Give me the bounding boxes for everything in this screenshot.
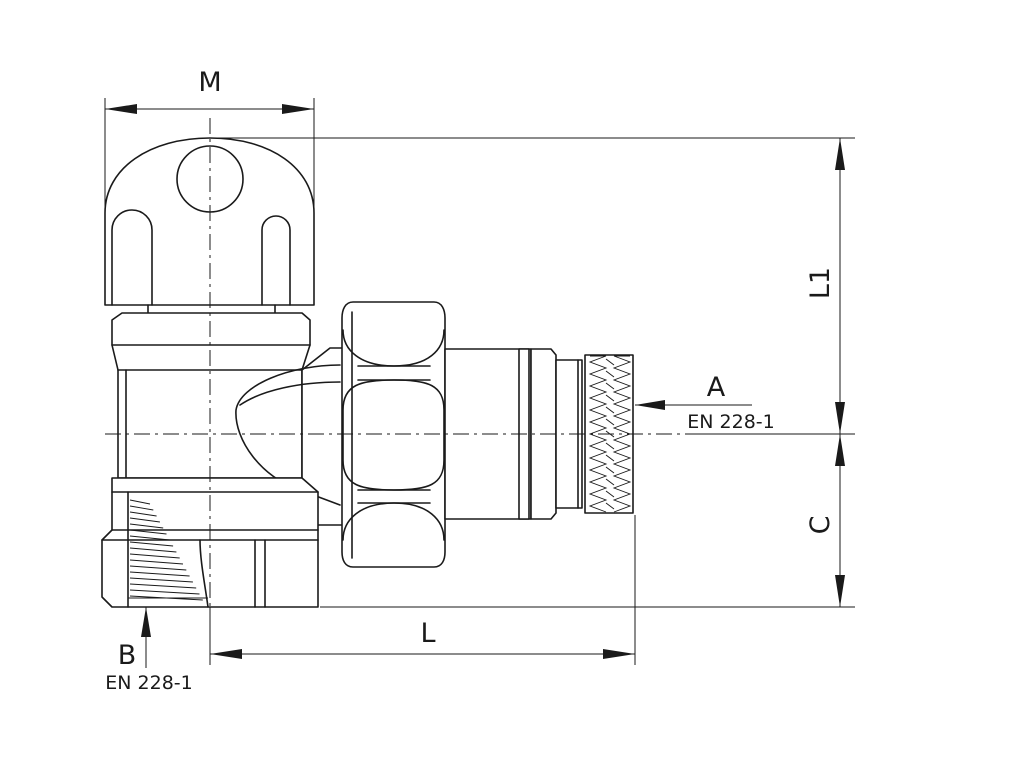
- dimension-label-l1: L1: [805, 267, 836, 299]
- callout-b: B EN 228-1: [105, 607, 193, 694]
- connection-standard-b: EN 228-1: [105, 672, 192, 694]
- elbow-body: [235, 347, 345, 526]
- dimension-c: C: [805, 434, 845, 607]
- dimension-label-c: C: [805, 516, 836, 535]
- external-thread: [588, 355, 632, 513]
- connection-label-a: A: [707, 372, 726, 403]
- stem-collar: [111, 312, 311, 479]
- dimension-label-m: M: [198, 67, 221, 98]
- dimension-l: L: [210, 618, 635, 659]
- dimension-m: M: [105, 67, 314, 114]
- connection-label-b: B: [118, 640, 137, 671]
- dimension-label-l: L: [420, 618, 435, 649]
- dimension-l1: L1: [805, 138, 845, 434]
- center-lines: [105, 118, 855, 645]
- handwheel-cap: [104, 137, 315, 314]
- callout-a: A EN 228-1: [635, 372, 775, 433]
- internal-thread-hatch: [129, 499, 203, 601]
- connection-standard-a: EN 228-1: [687, 411, 774, 433]
- union-hex-nut: [341, 301, 446, 568]
